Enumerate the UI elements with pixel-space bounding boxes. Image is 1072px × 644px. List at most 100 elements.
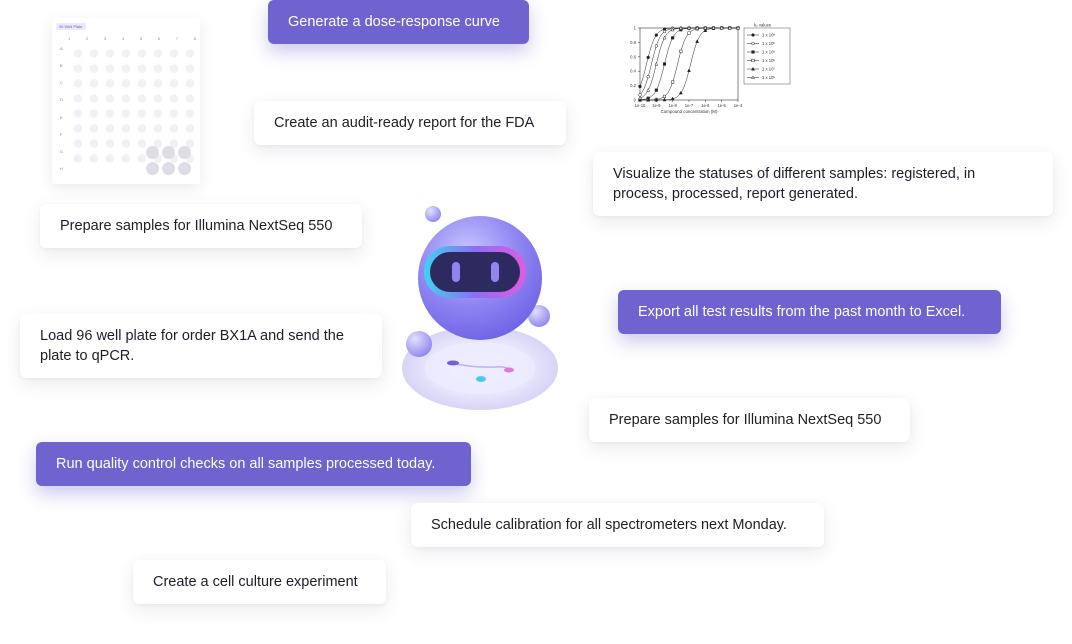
y-tick-label: 0 xyxy=(634,98,637,103)
series-line xyxy=(639,27,738,100)
x-tick-label: 1e-8 xyxy=(668,103,677,108)
x-tick-label: 1e-9 xyxy=(652,103,661,108)
y-tick-label: 0.6 xyxy=(630,54,636,59)
plate-col-label: 8 xyxy=(193,36,196,41)
data-point xyxy=(646,97,651,102)
prompt-schedule-calibration[interactable]: Schedule calibration for all spectromete… xyxy=(411,503,824,547)
series-line xyxy=(639,27,738,87)
prompt-load-plate[interactable]: Load 96 well plate for order BX1A and se… xyxy=(20,314,382,378)
y-tick-label: 0.2 xyxy=(630,83,636,88)
plate-col-label: 2 xyxy=(85,36,89,41)
data-point xyxy=(654,88,658,92)
prompt-label: Create an audit-ready report for the FDA xyxy=(274,115,535,131)
filled-well xyxy=(178,162,191,175)
y-tick-label: 0.4 xyxy=(630,69,636,74)
plate-row-label: G xyxy=(60,148,64,154)
series-line xyxy=(640,27,738,101)
data-point xyxy=(687,68,691,73)
data-point xyxy=(638,93,642,97)
prompt-illumina-right[interactable]: Prepare samples for Illumina NextSeq 550 xyxy=(589,398,910,442)
plate-col-label: 6 xyxy=(157,36,160,41)
data-point xyxy=(638,96,642,100)
legend-label: 1 x 10⁵ xyxy=(762,58,775,63)
filled-well xyxy=(146,146,159,159)
data-point xyxy=(671,80,675,84)
data-point xyxy=(662,29,667,34)
plate-row-label: F xyxy=(60,131,63,137)
data-point xyxy=(678,90,683,95)
plate-col-label: 1 xyxy=(68,36,71,41)
data-point xyxy=(678,26,683,30)
legend-label: 1 x 10⁵ xyxy=(762,41,775,46)
prompt-label: Run quality control checks on all sample… xyxy=(56,456,436,472)
legend-label: 1 x 10⁸ xyxy=(762,33,775,38)
chart-plot-frame xyxy=(639,27,739,101)
legend-label: 1 x 10⁶ xyxy=(762,50,775,55)
robot-assistant-icon xyxy=(402,206,558,410)
data-point xyxy=(662,94,667,98)
plate-row-label: D xyxy=(60,97,63,103)
filled-well xyxy=(162,146,175,159)
data-point xyxy=(654,33,658,37)
data-point xyxy=(662,97,667,102)
filled-well xyxy=(162,162,175,175)
data-point xyxy=(703,25,708,30)
data-point xyxy=(646,55,650,60)
data-point xyxy=(751,58,755,63)
well-plate-thumbnail: 96 Well Plate 1 2 3 4 5 6 7 8 A B C D E … xyxy=(52,18,200,184)
data-point xyxy=(711,25,716,30)
data-point xyxy=(736,25,740,30)
prompt-cell-culture[interactable]: Create a cell culture experiment xyxy=(133,560,386,604)
data-point xyxy=(687,31,691,35)
x-tick-label: 1e-5 xyxy=(717,103,726,108)
filled-well xyxy=(146,162,159,175)
data-point xyxy=(646,75,650,79)
chart-legend-box xyxy=(743,27,791,85)
x-tick-label: 1e-10 xyxy=(635,103,646,108)
data-point xyxy=(751,50,755,54)
x-tick-label: 1e-4 xyxy=(734,103,743,108)
data-point xyxy=(751,66,755,71)
prompt-label: Create a cell culture experiment xyxy=(153,574,358,590)
prompt-label: Load 96 well plate for order BX1A and se… xyxy=(40,328,344,364)
plate-col-label: 7 xyxy=(175,36,178,41)
prompt-quality-control[interactable]: Run quality control checks on all sample… xyxy=(36,442,471,486)
legend-label: 1 x 10⁵ xyxy=(762,75,775,80)
plate-row-label: B xyxy=(60,63,63,69)
data-point xyxy=(671,36,675,40)
plate-row-labels: A B C D E F G H xyxy=(60,46,63,171)
prompt-label: Generate a dose-response curve xyxy=(288,14,500,30)
legend-label: 1 x 10⁷ xyxy=(762,67,775,72)
prompt-label: Prepare samples for Illumina NextSeq 550 xyxy=(60,218,333,234)
plate-row-label: H xyxy=(60,165,63,171)
y-tick-label: 0.8 xyxy=(630,40,636,45)
data-point xyxy=(638,97,642,102)
y-tick-label: 1 xyxy=(634,26,637,31)
data-point xyxy=(654,44,658,48)
plate-col-label: 3 xyxy=(103,36,107,41)
data-point xyxy=(662,62,667,66)
plate-tag: 96 Well Plate xyxy=(56,23,86,30)
data-point xyxy=(719,25,724,30)
data-point xyxy=(670,27,675,32)
plate-column-labels: 1 2 3 4 5 6 7 8 xyxy=(68,36,196,41)
data-point xyxy=(695,25,700,30)
plate-col-label: 5 xyxy=(139,36,143,41)
prompt-fda-report[interactable]: Create an audit-ready report for the FDA xyxy=(254,101,566,145)
data-point xyxy=(662,35,667,40)
data-point xyxy=(654,97,659,102)
prompt-visualize-statuses[interactable]: Visualize the statuses of different samp… xyxy=(593,152,1053,216)
plate-filled-wells xyxy=(146,146,191,175)
data-point xyxy=(751,41,755,46)
x-axis-label: Compound concentration (M) xyxy=(661,109,718,114)
prompt-export-results[interactable]: Export all test results from the past mo… xyxy=(618,290,1001,334)
plate-wells xyxy=(70,46,198,168)
plate-row-label: C xyxy=(60,80,63,86)
data-point xyxy=(687,25,691,30)
series-line xyxy=(640,27,738,101)
prompt-label: Visualize the statuses of different samp… xyxy=(613,166,976,202)
prompt-illumina-left[interactable]: Prepare samples for Illumina NextSeq 550 xyxy=(40,204,362,248)
prompt-dose-response[interactable]: Generate a dose-response curve xyxy=(268,0,529,44)
plate-col-label: 4 xyxy=(121,36,125,41)
